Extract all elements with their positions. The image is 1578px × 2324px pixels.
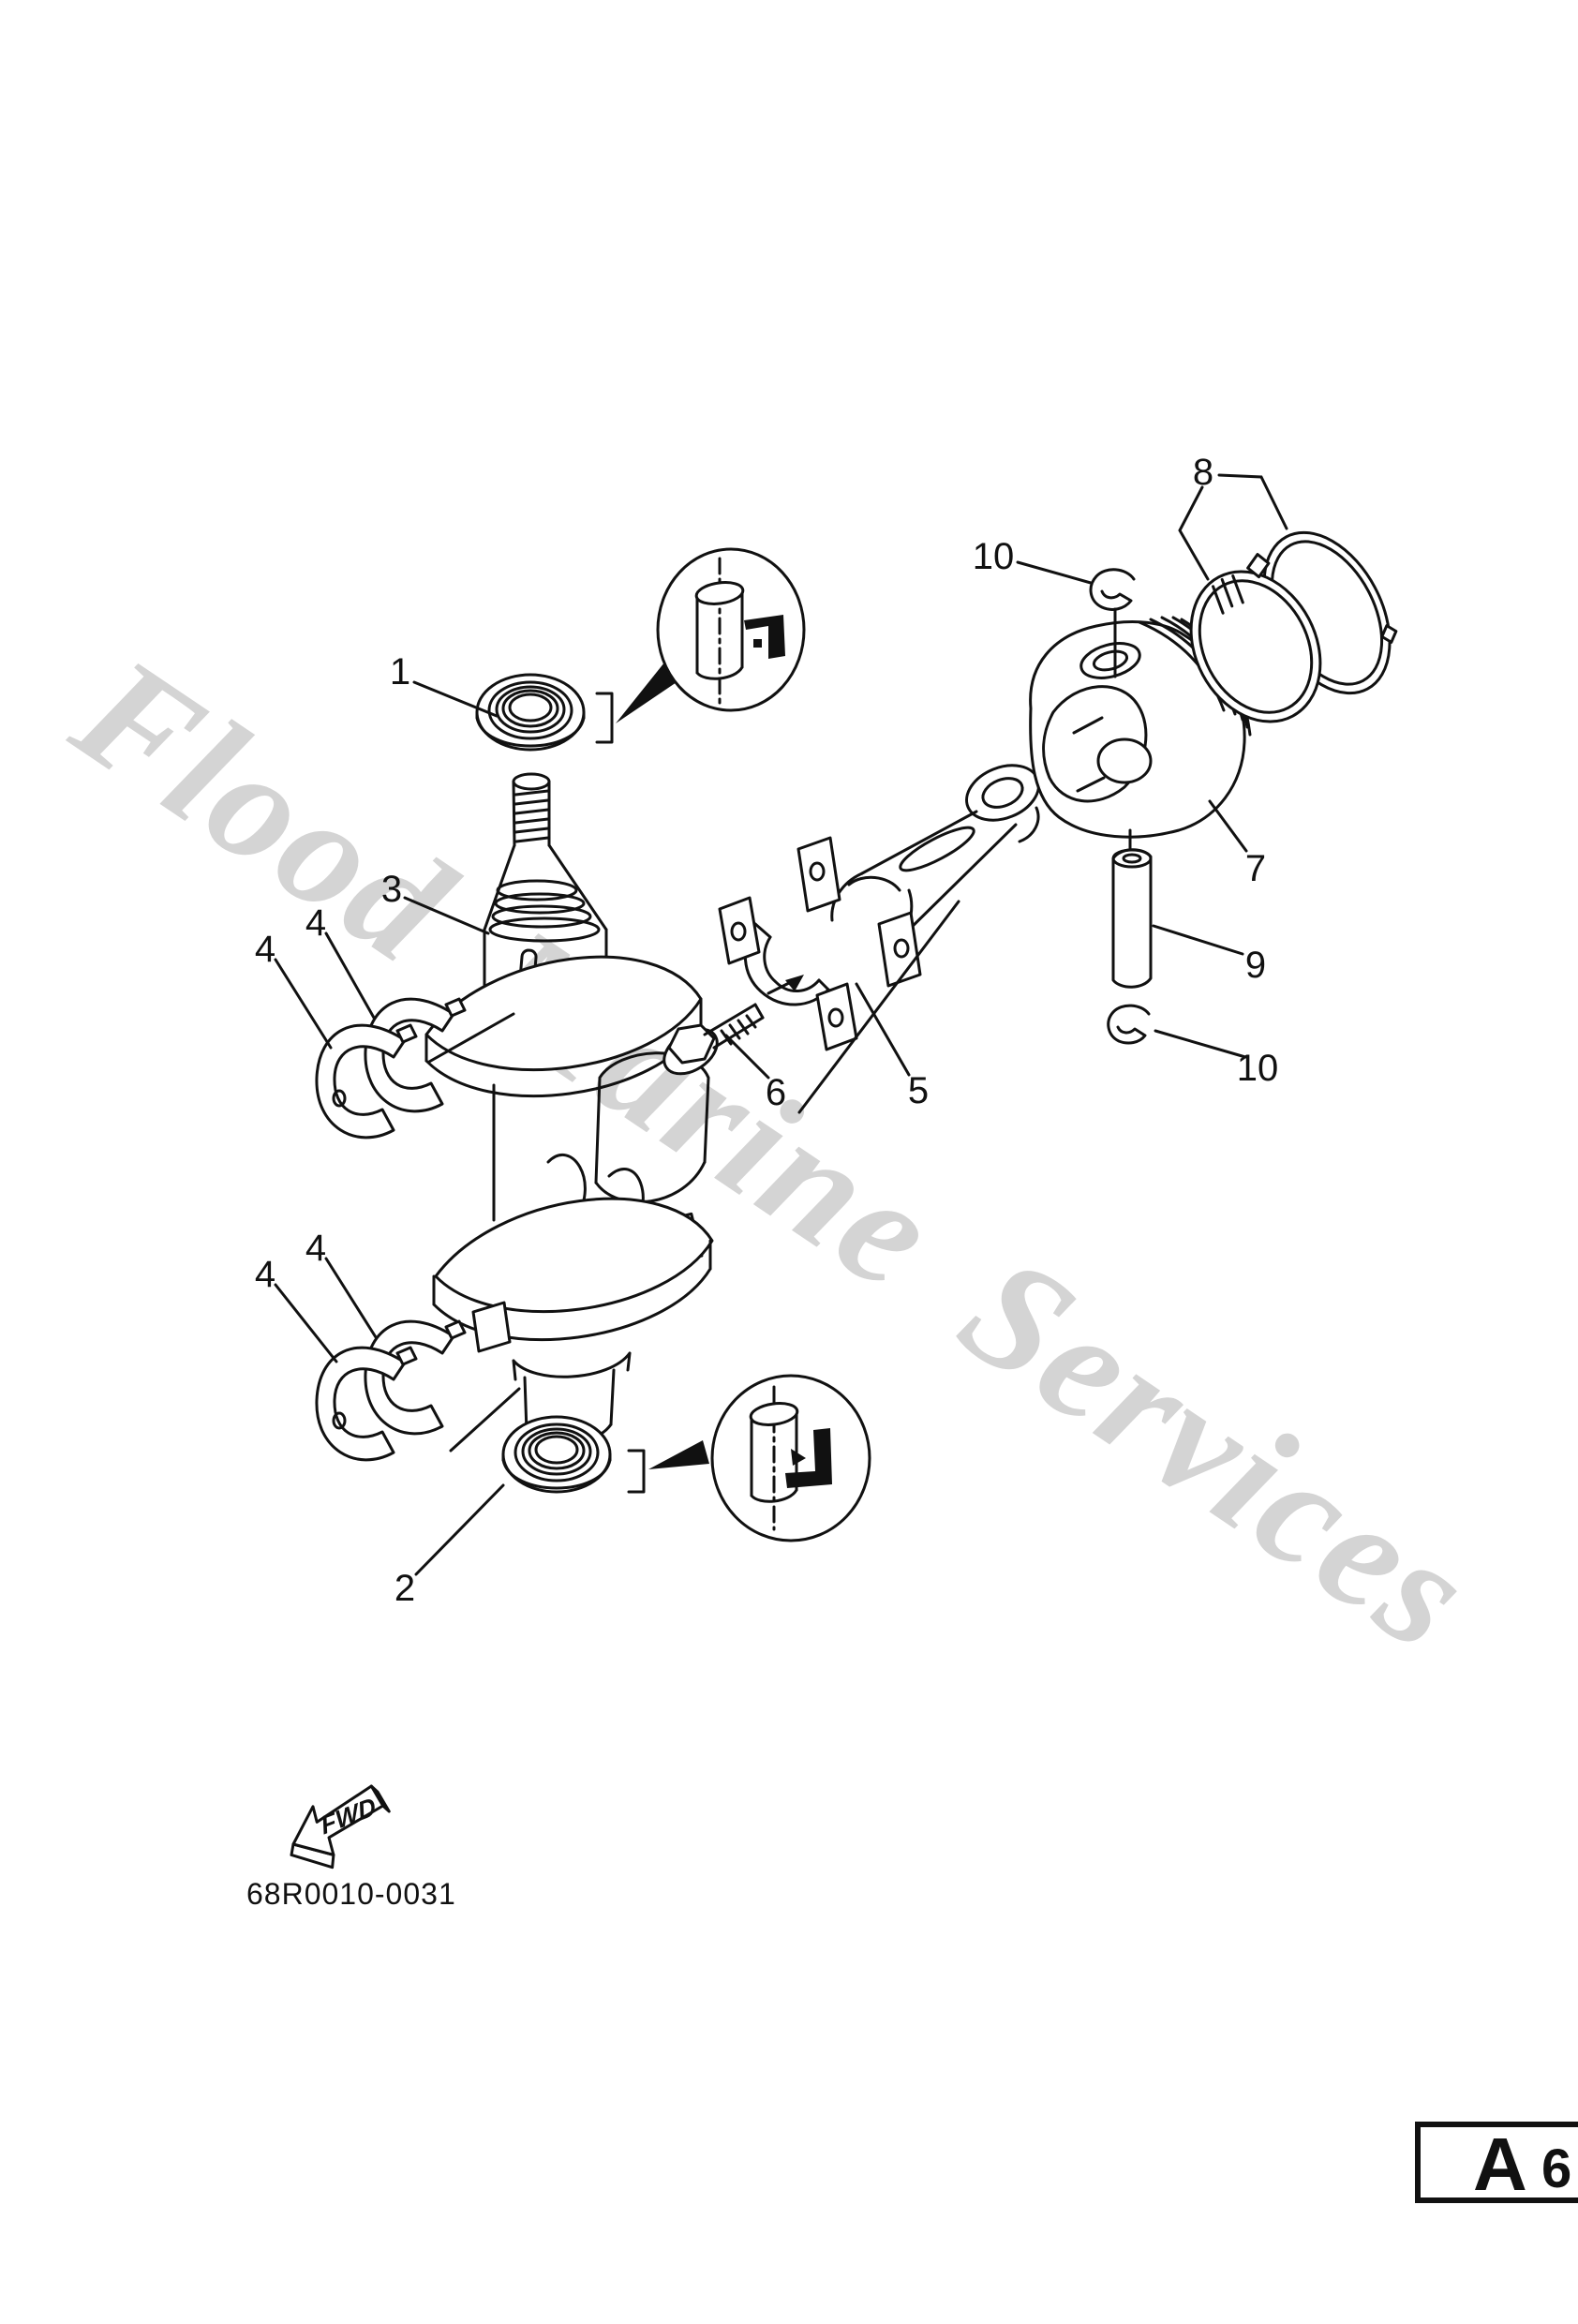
callout-8: 8 (1193, 452, 1213, 493)
page-code-digit: 6 (1541, 2138, 1571, 2199)
oil-seal-lower (501, 1415, 612, 1494)
callout-5-leader (797, 900, 960, 1114)
page-code-letter: A (1473, 2123, 1527, 2206)
bearing-shell-rear (364, 1319, 467, 1436)
detail-bracket-upper (595, 658, 679, 744)
piston-pin (1111, 848, 1153, 989)
callout-10-top-leader (1016, 560, 1093, 585)
piston-rings (1189, 530, 1398, 723)
callout-10-bottom-leader (1154, 1029, 1247, 1059)
bearing-shell-rear (364, 997, 467, 1113)
callout-2: 2 (394, 1568, 415, 1609)
inset-detail-lower (710, 1374, 871, 1542)
page-code-box: A 6 (1415, 2122, 1578, 2206)
callout-8-leader (1178, 485, 1210, 581)
callout-2-leader (414, 1483, 505, 1576)
piston-ring-front (1189, 553, 1322, 723)
callout-4-lower-b-leader (274, 1283, 338, 1363)
callout-4-lower-a-leader (324, 1257, 378, 1339)
rod-cap (718, 896, 858, 1051)
callout-6-leader (724, 1034, 770, 1080)
circlip-top (1089, 568, 1136, 611)
fwd-label: FWD (319, 1791, 379, 1840)
crankshaft (424, 772, 714, 1476)
part-number: 68R0010-0031 (246, 1877, 456, 1911)
callout-5: 5 (908, 1070, 929, 1111)
callout-4-lower-a: 4 (305, 1228, 326, 1269)
callout-6: 6 (766, 1072, 786, 1113)
callout-7: 7 (1245, 848, 1266, 889)
callout-8-leader (1217, 473, 1288, 530)
bolt-insertion-arrowhead (785, 975, 804, 991)
callout-4-upper-a: 4 (305, 902, 326, 944)
rod-bolt (662, 975, 804, 1076)
callout-4-upper-b: 4 (255, 929, 275, 970)
callout-1-leader (412, 680, 499, 718)
callout-5-leader (855, 982, 911, 1077)
callout-10-top: 10 (973, 536, 1015, 577)
callout-7-leader (1208, 799, 1248, 853)
oil-seal-upper (475, 673, 586, 752)
detail-bracket-lower (627, 1440, 709, 1494)
callout-10-bottom: 10 (1237, 1048, 1279, 1089)
bearing-set-lower (315, 1319, 467, 1462)
inset-detail-upper (656, 547, 806, 712)
bearing-set-upper (315, 997, 467, 1140)
fwd-arrow: FWD (290, 1784, 391, 1870)
callout-9: 9 (1245, 945, 1266, 986)
callout-4-lower-b: 4 (255, 1254, 275, 1295)
callout-9-leader (1152, 924, 1244, 956)
assembly-line-1 (449, 1387, 521, 1452)
callout-4-upper-a-leader (324, 931, 376, 1020)
circlip-bottom (1107, 1004, 1151, 1045)
callout-1: 1 (390, 651, 410, 693)
bearing-shell-front (315, 1023, 418, 1140)
callout-3: 3 (381, 869, 402, 910)
callout-3-leader (403, 896, 490, 935)
bearing-shell-front (315, 1346, 418, 1462)
assembly-line-0 (427, 1012, 515, 1064)
callout-4-upper-b-leader (274, 958, 333, 1050)
